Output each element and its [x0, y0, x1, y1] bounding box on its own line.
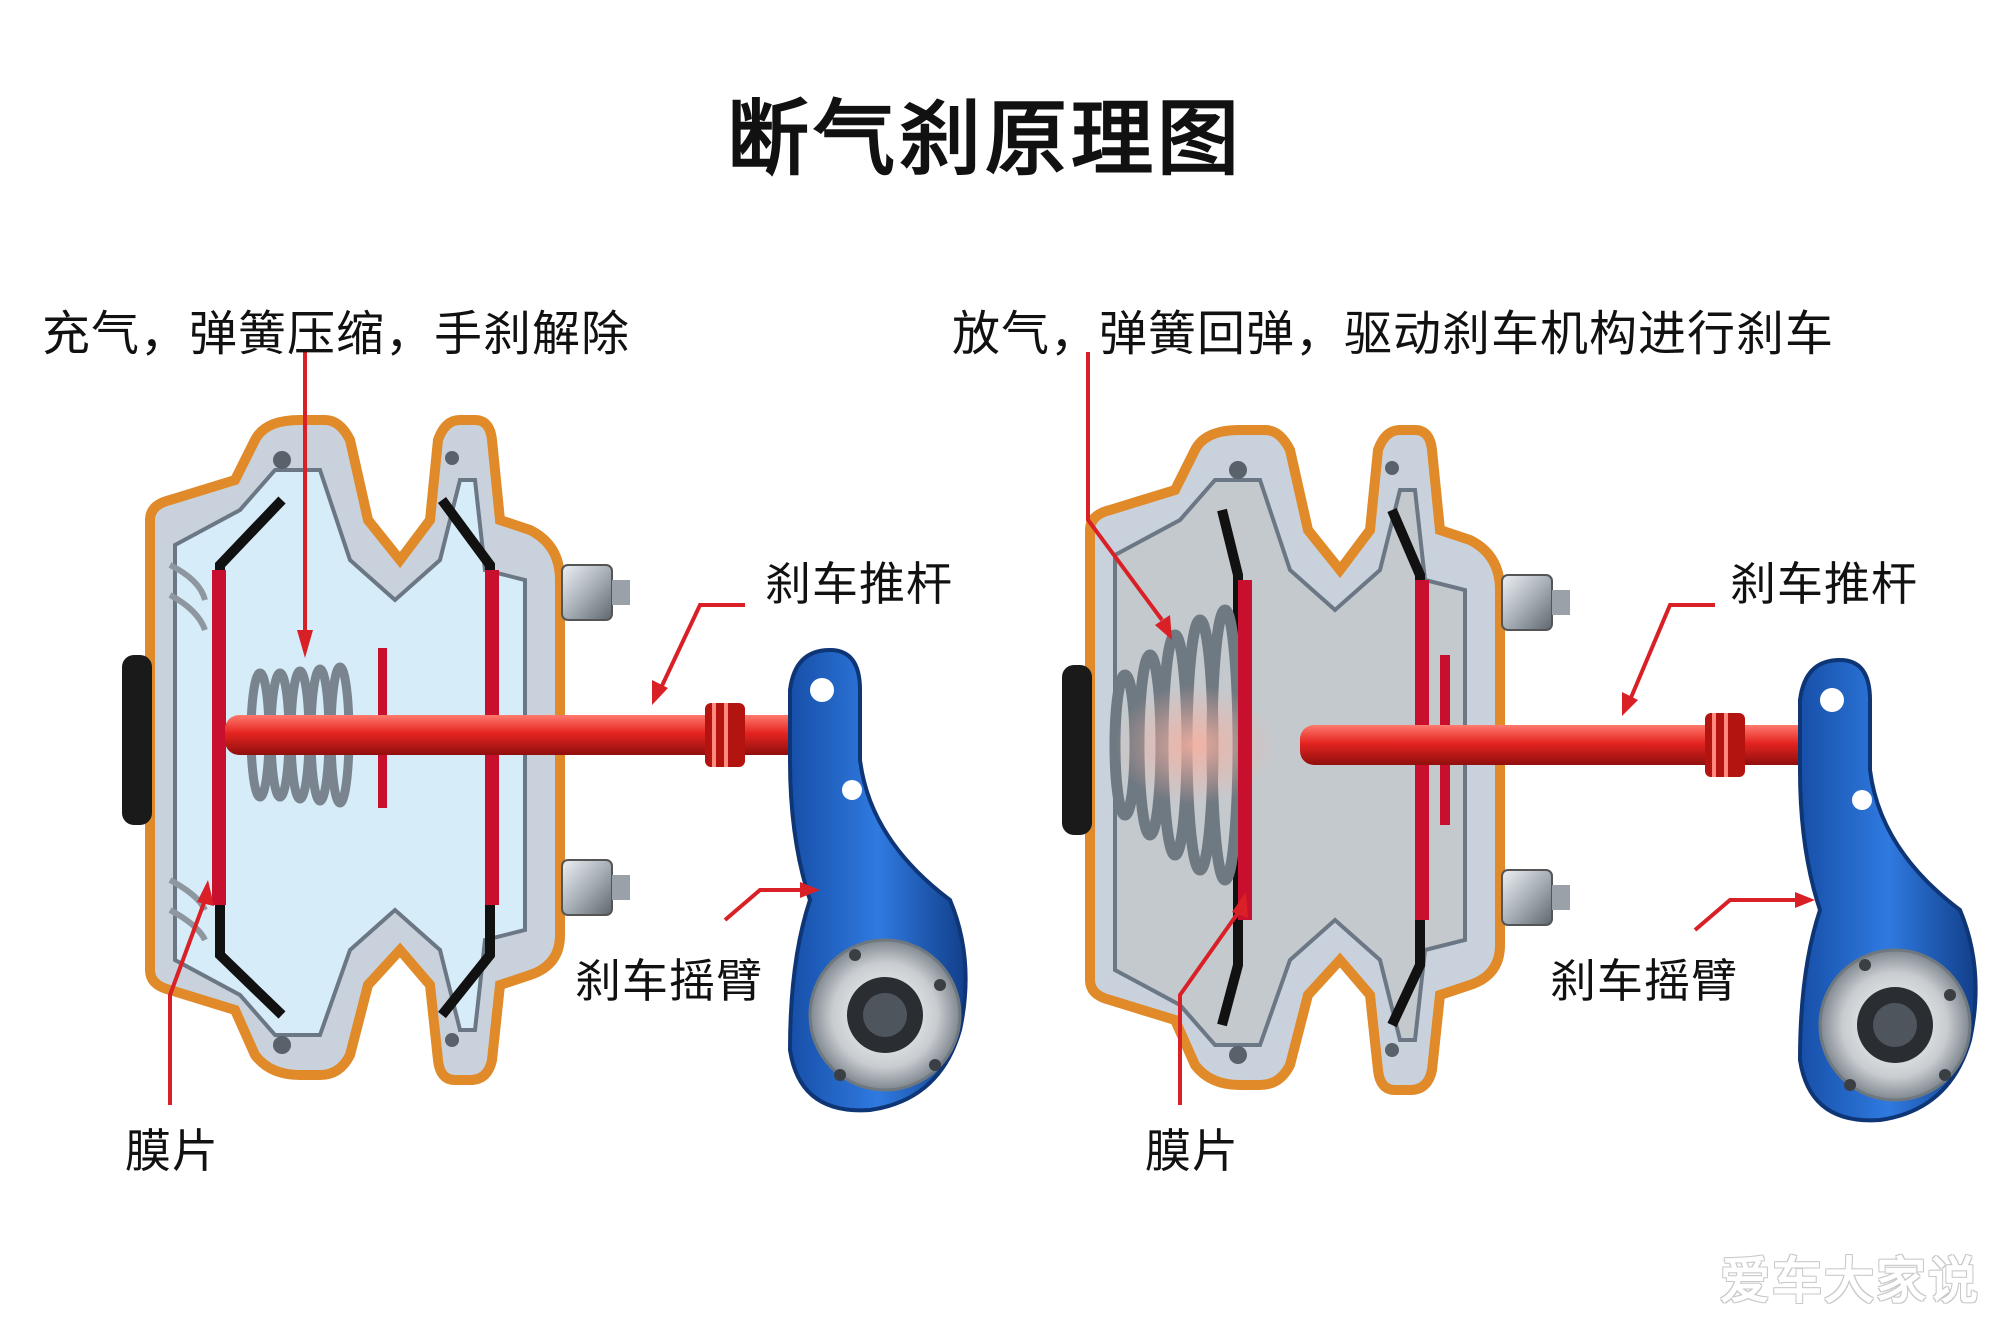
right-slack-adjuster	[1797, 657, 1978, 1123]
right-diaphragm-1	[1238, 580, 1252, 920]
left-brake-chamber	[122, 415, 845, 1085]
right-brake-chamber	[1062, 425, 1855, 1095]
right-caption: 放气，弹簧回弹，驱动刹车机构进行刹车	[952, 306, 1835, 362]
right-pushrod-label: 刹车推杆	[1730, 557, 1918, 611]
left-diaphragm-label: 膜片	[125, 1124, 219, 1178]
left-bolts	[273, 451, 630, 1054]
left-diaphragm-1	[212, 570, 226, 905]
right-bolts	[1229, 461, 1570, 1064]
left-pushrod-label: 刹车推杆	[765, 557, 953, 611]
right-pushrod-leader	[1628, 603, 1715, 701]
left-end-cap	[122, 655, 152, 825]
left-pushrod-leader	[658, 603, 745, 691]
left-caption: 充气，弹簧压缩，手刹解除	[42, 306, 631, 362]
left-arm-leader	[723, 888, 805, 922]
right-pushrod	[1300, 725, 1855, 765]
left-arm-label: 刹车摇臂	[575, 954, 763, 1008]
left-slack-adjuster	[787, 647, 968, 1113]
right-diaphragm-label: 膜片	[1145, 1124, 1239, 1178]
right-diaphragm-leader	[1178, 908, 1242, 1105]
diagram-title: 断气刹原理图	[726, 92, 1243, 187]
right-end-cap	[1062, 665, 1092, 835]
right-arm-leader	[1693, 898, 1800, 932]
watermark: 爱车大家说	[1720, 1252, 1980, 1310]
left-diaphragm-leader	[168, 899, 207, 1105]
right-arm-label: 刹车摇臂	[1550, 954, 1738, 1008]
right-caption-leader	[1086, 352, 1164, 622]
left-pushrod	[225, 715, 845, 755]
